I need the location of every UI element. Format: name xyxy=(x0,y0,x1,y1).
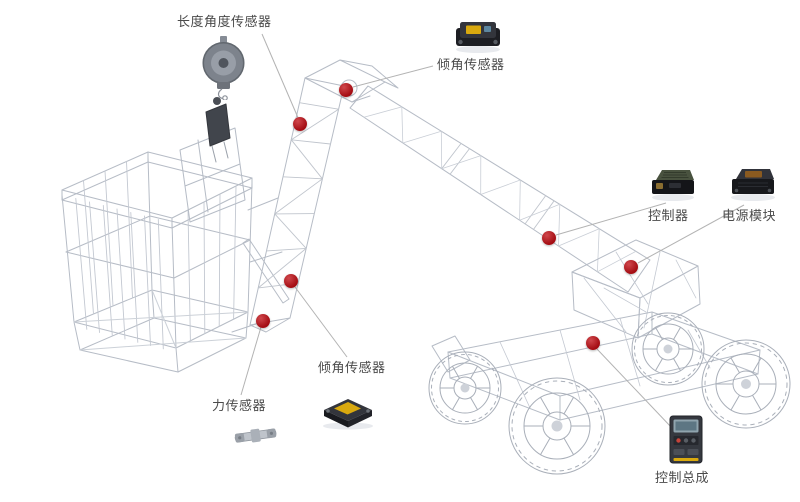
tilt-sensor-icon xyxy=(452,16,504,54)
label-tilt-sensor-top: 倾角传感器 xyxy=(437,57,505,72)
sensor-marker xyxy=(256,314,270,328)
basket-wireframe xyxy=(61,97,253,373)
sensor-marker xyxy=(284,274,298,288)
sensor-marker xyxy=(586,336,600,350)
label-control-assembly: 控制总成 xyxy=(655,470,710,485)
wheels-wireframe xyxy=(428,312,791,475)
chassis-wireframe xyxy=(431,311,761,421)
label-power-module: 电源模块 xyxy=(722,208,777,223)
sensor-marker xyxy=(624,260,638,274)
tilt-sensor-icon xyxy=(320,390,376,430)
sensor-marker xyxy=(293,117,307,131)
draw-wire-sensor-icon xyxy=(196,34,252,100)
power-module-icon xyxy=(727,164,779,202)
leader-line xyxy=(596,348,673,429)
sensor-marker xyxy=(339,83,353,97)
label-controller: 控制器 xyxy=(648,208,689,223)
sensor-marker xyxy=(542,231,556,245)
turret-wireframe xyxy=(571,239,701,339)
control-assembly-icon xyxy=(666,414,706,466)
force-sensor-icon xyxy=(232,424,280,446)
leader-line xyxy=(555,202,667,236)
leader-line xyxy=(261,33,300,121)
leader-line xyxy=(240,326,262,396)
leader-line xyxy=(637,204,745,264)
label-length-angle-sensor: 长度角度传感器 xyxy=(177,14,272,29)
boom-head-wireframe xyxy=(304,59,399,103)
controller-icon xyxy=(648,164,698,202)
leader-line xyxy=(352,65,434,88)
label-tilt-sensor-bottom: 倾角传感器 xyxy=(318,360,386,375)
telescopic-boom-wireframe xyxy=(349,85,651,293)
label-force-sensor: 力传感器 xyxy=(212,398,267,413)
leader-line xyxy=(294,286,348,358)
